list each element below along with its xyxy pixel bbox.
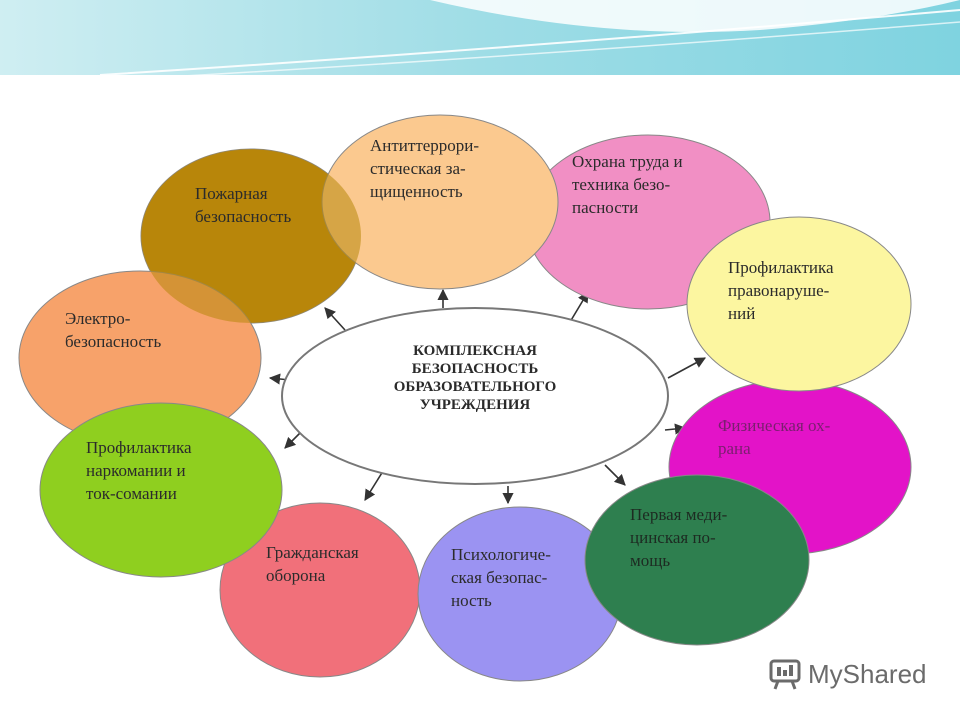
node-drugs-label: Профилактика наркомании и ток-сомании — [86, 438, 192, 503]
node-electro-label: Электро- безопасность — [65, 309, 162, 351]
node-psych-label: Психологиче- ская безопас- ность — [451, 545, 551, 610]
node-antiterror-label: Антиттеррори- стическая за- щищенность — [370, 136, 480, 201]
center-ellipse — [281, 307, 669, 485]
presentation-icon — [769, 659, 801, 690]
node-medical-label: Первая меди- цинская по- мощь — [630, 505, 728, 570]
arrow-to-offense — [667, 357, 706, 379]
arrow-to-medical — [604, 464, 626, 486]
node-physical-label: Физическая ох- рана — [718, 416, 831, 458]
node-offense-ellipse — [686, 216, 912, 392]
watermark: MyShared — [768, 656, 927, 692]
watermark-text: MyShared — [808, 658, 927, 689]
node-fire-label: Пожарная безопасность — [195, 184, 292, 226]
header-banner — [0, 0, 960, 90]
node-drugs-ellipse — [39, 402, 283, 578]
node-offense-label: Профилактика правонаруше- ний — [728, 258, 834, 323]
node-civil-label: Гражданская оборона — [266, 543, 359, 585]
node-labor-label: Охрана труда и техника безо- пасности — [572, 152, 683, 217]
arrow-to-fire — [324, 307, 346, 331]
node-medical-ellipse — [584, 474, 810, 646]
node-fire-overlap — [141, 149, 361, 323]
center-title: КОМПЛЕКСНАЯ БЕЗОПАСНОСТЬ ОБРАЗОВАТЕЛЬНОГ… — [393, 343, 557, 413]
